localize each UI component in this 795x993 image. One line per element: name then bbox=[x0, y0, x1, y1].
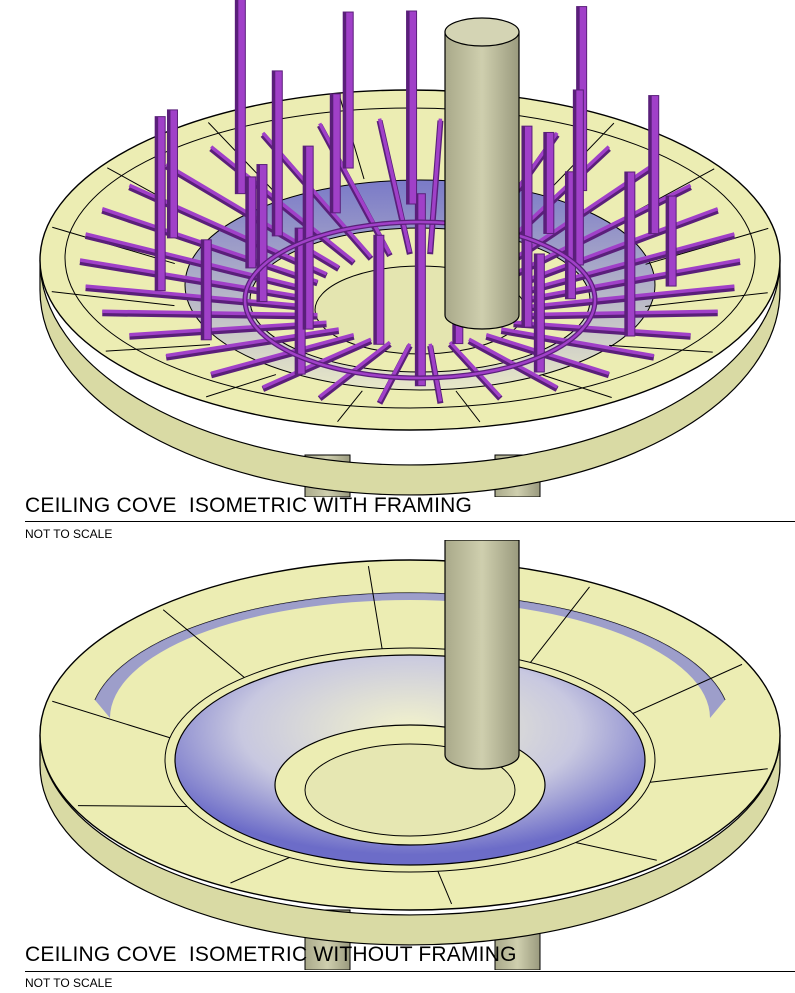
framing-stud-flange bbox=[235, 0, 239, 194]
framing-joist bbox=[129, 321, 327, 340]
central-column bbox=[444, 540, 520, 770]
framing-stud-flange bbox=[406, 11, 410, 205]
framing-stud-flange bbox=[155, 116, 159, 291]
framing-stud-flange bbox=[666, 196, 670, 287]
rim-division-line bbox=[632, 663, 743, 714]
rim-segment-divisions bbox=[52, 566, 768, 905]
framing-stud-flange bbox=[256, 164, 260, 302]
outer-rim-side bbox=[39, 259, 781, 496]
framing-stud-flange bbox=[201, 239, 205, 340]
cove-outer-lip bbox=[164, 647, 656, 873]
framing-stud-flange bbox=[415, 193, 419, 386]
framing-joist bbox=[85, 285, 313, 312]
isometric-with-framing-drawing bbox=[39, 0, 781, 497]
rim-division-line bbox=[230, 857, 290, 884]
rim-division-line bbox=[650, 768, 768, 783]
scale-note: NOT TO SCALE bbox=[25, 527, 113, 541]
framing-joist-face bbox=[210, 333, 355, 376]
framing-stud-flange bbox=[330, 93, 334, 213]
framing-joist-face bbox=[129, 320, 327, 337]
framing-stud-flange bbox=[648, 95, 652, 234]
framing-joist-face bbox=[468, 337, 558, 389]
rim-division-line bbox=[205, 374, 277, 398]
framing-joist bbox=[79, 259, 311, 303]
rim-division-line bbox=[542, 374, 612, 399]
framing-stud-flange bbox=[245, 176, 249, 268]
central-column bbox=[444, 31, 520, 330]
rim-division-line bbox=[367, 566, 383, 649]
framing-joist-face bbox=[428, 118, 443, 253]
title-underline bbox=[25, 971, 795, 972]
framing-stud-flange bbox=[573, 89, 577, 265]
framing-joist-face bbox=[428, 343, 443, 402]
framing-joist-face bbox=[79, 258, 311, 300]
drawing-title-without-framing: CEILING COVE ISOMETRIC WITHOUT FRAMING bbox=[25, 943, 517, 966]
framing-joist bbox=[521, 207, 719, 287]
outer-rim-side bbox=[39, 734, 781, 946]
framing-joist bbox=[500, 328, 655, 361]
rim-division-line bbox=[337, 390, 363, 423]
framing-ring-face bbox=[243, 220, 597, 380]
rim-division-line bbox=[105, 344, 210, 352]
framing-joist-face bbox=[448, 341, 502, 398]
drawing-title-with-framing: CEILING COVE ISOMETRIC WITH FRAMING bbox=[25, 494, 473, 517]
framing-stud-flange bbox=[343, 12, 347, 169]
framing-stud-flange bbox=[624, 172, 628, 337]
rim-division-line bbox=[51, 291, 175, 307]
framing-stud-flange bbox=[543, 132, 547, 234]
rim-division-line bbox=[162, 609, 245, 678]
framing-joist bbox=[165, 328, 340, 361]
framing-joist bbox=[210, 333, 355, 379]
framing-stud-flange bbox=[303, 146, 307, 330]
rim-division-line bbox=[455, 390, 481, 423]
title-underline bbox=[25, 521, 795, 522]
framing-joist-face bbox=[318, 340, 391, 398]
framing-joist bbox=[522, 310, 718, 320]
rim-division-line bbox=[645, 292, 768, 307]
framing-joist-face bbox=[521, 207, 719, 284]
framing-joist-face bbox=[165, 327, 339, 358]
central-column-top bbox=[444, 17, 520, 47]
rim-division-line bbox=[609, 344, 713, 353]
framing-joist bbox=[84, 232, 313, 295]
framing-joist-face bbox=[85, 232, 313, 292]
framing-stud-flange bbox=[295, 228, 299, 375]
framing-stud-flange bbox=[272, 70, 276, 236]
framing-joist-face bbox=[522, 309, 718, 317]
framing-stud-flange bbox=[167, 109, 171, 238]
rim-division-line bbox=[575, 842, 657, 861]
framing-stud-flange bbox=[373, 235, 377, 345]
framing-joist-face bbox=[377, 118, 412, 253]
rim-division-line bbox=[530, 586, 590, 663]
framing-stud-flange bbox=[565, 171, 569, 299]
framing-joist-face bbox=[378, 342, 412, 403]
framing-joist-face bbox=[85, 284, 313, 309]
cove-without-framing-svg bbox=[39, 540, 781, 970]
framing-stud-flange bbox=[521, 126, 525, 328]
isometric-without-framing-drawing bbox=[0, 540, 795, 970]
rim-division-line bbox=[52, 700, 171, 739]
framing-joist-face bbox=[500, 327, 655, 358]
framing-stud-flange bbox=[534, 253, 538, 372]
cove-with-framing-svg bbox=[39, 0, 781, 497]
scale-note: NOT TO SCALE bbox=[25, 976, 113, 990]
rim-division-line bbox=[437, 871, 453, 905]
rim-division-line bbox=[77, 805, 188, 808]
